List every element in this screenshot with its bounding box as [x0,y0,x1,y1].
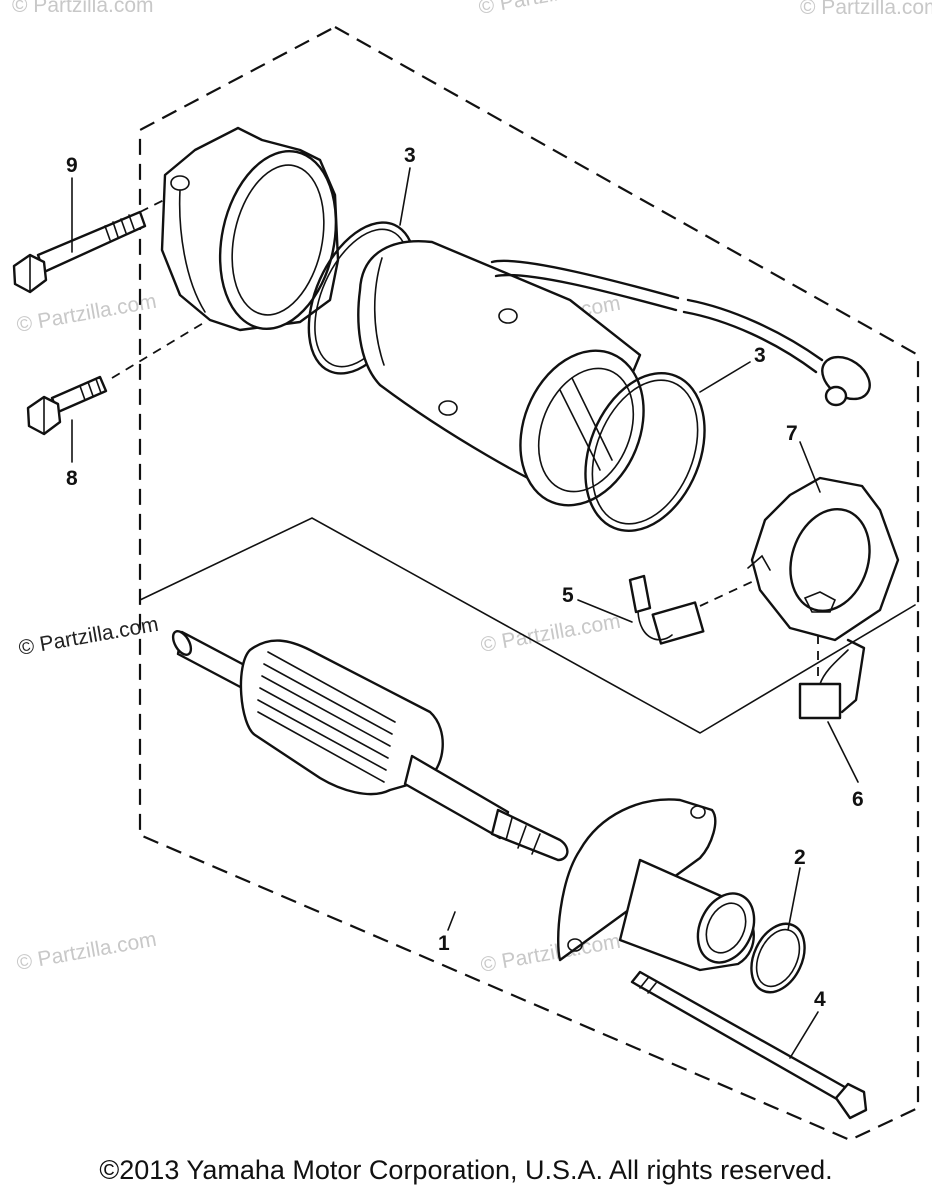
brush-plate-part-7 [747,476,900,642]
callout-number-8: 8 [66,467,78,490]
callout-leader [447,911,456,931]
callout-leader [827,721,859,783]
o-ring-part-2 [750,922,806,994]
watermark: © Partzilla.com [12,0,154,17]
leader-line [139,197,169,213]
bolt-part-9 [12,210,147,294]
copyright-footer: ©2013 Yamaha Motor Corporation, U.S.A. A… [99,1155,833,1185]
watermark-layer: © Partzilla.com © Partzilla.com © Partzi… [12,0,932,977]
callout-number-7: 7 [786,422,798,445]
watermark: © Partzilla.com [800,0,932,19]
watermark: © Partzilla.com [477,0,620,19]
callout-number-3: 3 [404,144,416,167]
o-ring-inner [591,379,699,525]
lead-wire [490,259,871,407]
through-bolt-part-4 [630,970,868,1120]
armature [171,630,569,862]
watermark-dark: © Partzilla.com [17,613,160,660]
callout-leader [577,599,633,623]
brush-part-6 [798,638,866,720]
callout-number-9: 9 [66,154,78,177]
o-ring-inner [755,928,801,988]
yoke-housing [357,240,645,507]
callout-leader [787,867,801,931]
watermark: © Partzilla.com [15,290,158,337]
armature-group-boundary [139,517,916,734]
rear-cover [160,126,340,332]
callout-number-1: 1 [438,932,450,955]
watermark: © Partzilla.com [479,930,622,977]
callout-leader [789,1011,819,1059]
callout-number-2: 2 [794,846,806,869]
o-ring-part-3-lower [584,372,706,532]
bolt-part-8 [26,375,108,436]
callout-number-6: 6 [852,788,864,811]
leader-line [111,321,206,379]
callout-leader [699,361,751,393]
callout-leader [399,167,411,226]
callout-number-3: 3 [754,344,766,367]
callout-leader [799,441,821,493]
brush-part-5 [628,574,705,645]
callout-number-5: 5 [562,584,574,607]
watermark: © Partzilla.com [15,928,158,975]
callout-number-4: 4 [814,988,826,1011]
front-cover [557,798,756,972]
leader-line [699,577,761,607]
